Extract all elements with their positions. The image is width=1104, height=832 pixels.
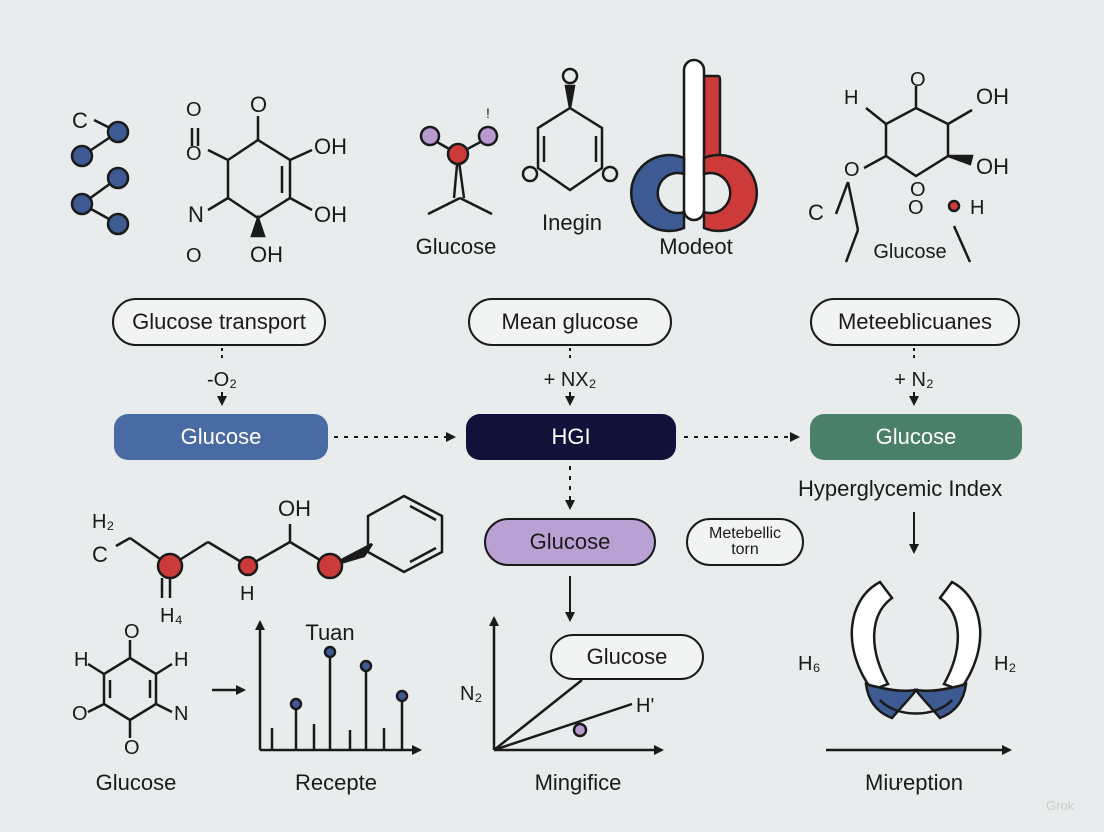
- m6-atom-5b: O: [908, 197, 924, 219]
- node-glucose-green-text: Glucose: [875, 424, 957, 449]
- ring-atom-1: H: [74, 649, 88, 671]
- line-plot-label: Mingifice: [535, 770, 622, 795]
- node-glucose-green: Glucose: [810, 414, 1022, 460]
- m2-atom-7: OH: [250, 242, 283, 267]
- ring-atom-2: H: [174, 649, 188, 671]
- hyperglycemic-index-text: Hyperglycemic Index: [798, 476, 1003, 501]
- chain-atom-3: H: [240, 583, 254, 605]
- pill-mean-glucose: Mean glucose: [468, 298, 672, 346]
- m2-atom-0: O: [186, 99, 202, 121]
- m6-label: Glucose: [873, 241, 946, 263]
- thermometer-model: [629, 58, 759, 233]
- ring-atom-3: O: [72, 703, 88, 725]
- pill-glucose-transport: Glucose transport: [112, 298, 326, 346]
- node-glucose-blue: Glucose: [114, 414, 328, 460]
- reagent-right: + N₂: [894, 369, 933, 391]
- stem-plot-label: Recepte: [295, 770, 377, 795]
- u-left-atom: H₆: [798, 653, 821, 675]
- hyperglycemic-index-label: Hyperglycemic Index: [798, 476, 1002, 502]
- metabolic-box: Metebellic torn: [686, 518, 804, 566]
- molecule-benzene: [521, 67, 619, 192]
- pill-glucose-lower-text: Glucose: [586, 644, 668, 669]
- m6-atom-1: O: [910, 69, 926, 91]
- reagent-mid: + NX₂: [544, 369, 597, 391]
- node-hgi: HGI: [466, 414, 676, 460]
- m2-atom-5: N: [188, 202, 204, 227]
- stem-plot-title: Tuan: [305, 620, 354, 645]
- chain-atom-2: OH: [278, 496, 311, 521]
- watermark-text: Grok: [1046, 798, 1075, 813]
- molecule-tetrahedral: !: [419, 105, 499, 216]
- pill-glucose-transport-text: Glucose transport: [132, 309, 306, 334]
- m6-atom-4: OH: [976, 154, 1009, 179]
- molecule-ball-stick: C: [70, 108, 130, 236]
- ring-label: Glucose: [96, 770, 177, 795]
- quinone-ring: O H H O N O: [72, 621, 188, 759]
- pill-glucose-lower: Glucose: [550, 634, 704, 680]
- m2-atom-1: O: [186, 143, 202, 165]
- m6-atom-0: H: [844, 87, 858, 109]
- watermark: Grok: [1046, 798, 1074, 813]
- line-plot-point-label: H': [636, 695, 654, 717]
- molecule-pyranose: O H OH O OH O O C H: [808, 69, 1009, 263]
- molecule-hex-ring: O O O OH OH N O OH: [186, 92, 347, 267]
- m6-atom-3: O: [844, 159, 860, 181]
- m6-atom-7: H: [970, 197, 984, 219]
- m2-atom-4: OH: [314, 202, 347, 227]
- pill-meteeblicuanes: Meteeblicuanes: [810, 298, 1020, 346]
- chain-atom-0: H₂: [92, 511, 114, 533]
- m5-label: Modeot: [659, 234, 732, 259]
- m6-atom-5: O: [910, 179, 926, 201]
- reagent-left: -O₂: [207, 369, 237, 391]
- pill-mean-glucose-text: Mean glucose: [501, 309, 639, 334]
- stem-plot: [255, 620, 422, 755]
- u-right-atom: H₂: [994, 653, 1016, 675]
- ring-atom-4: N: [174, 703, 188, 725]
- m1-atom: C: [72, 108, 88, 133]
- m3-mark: !: [486, 105, 490, 121]
- chain-molecule: H₂ C OH H H₄: [92, 494, 444, 627]
- node-hgi-text: HGI: [551, 424, 591, 449]
- node-glucose-purple: Glucose: [484, 518, 656, 566]
- chain-atom-4: H₄: [160, 605, 183, 627]
- m2-atom-6: O: [186, 245, 202, 267]
- u-label: Miưeption: [865, 770, 963, 795]
- u-shape-model: [826, 580, 1012, 755]
- m2-atom-3: OH: [314, 134, 347, 159]
- chain-atom-1: C: [92, 542, 108, 567]
- node-glucose-purple-text: Glucose: [529, 529, 611, 554]
- m6-atom-6: C: [808, 200, 824, 225]
- flow-arrows: [217, 348, 919, 622]
- m4-label: Inegin: [542, 210, 602, 235]
- pill-meteeblicuanes-text: Meteeblicuanes: [837, 309, 993, 334]
- ring-atom-0: O: [124, 621, 140, 643]
- node-glucose-blue-text: Glucose: [180, 424, 262, 449]
- line-plot-ylabel: N₂: [460, 683, 482, 705]
- m6-atom-2: OH: [976, 84, 1009, 109]
- metabolic-box-text: Metebellic torn: [708, 525, 782, 558]
- ring-atom-5: O: [124, 737, 140, 759]
- line-plot: [489, 616, 664, 755]
- m2-atom-2: O: [250, 92, 267, 117]
- m3-label: Glucose: [416, 234, 497, 259]
